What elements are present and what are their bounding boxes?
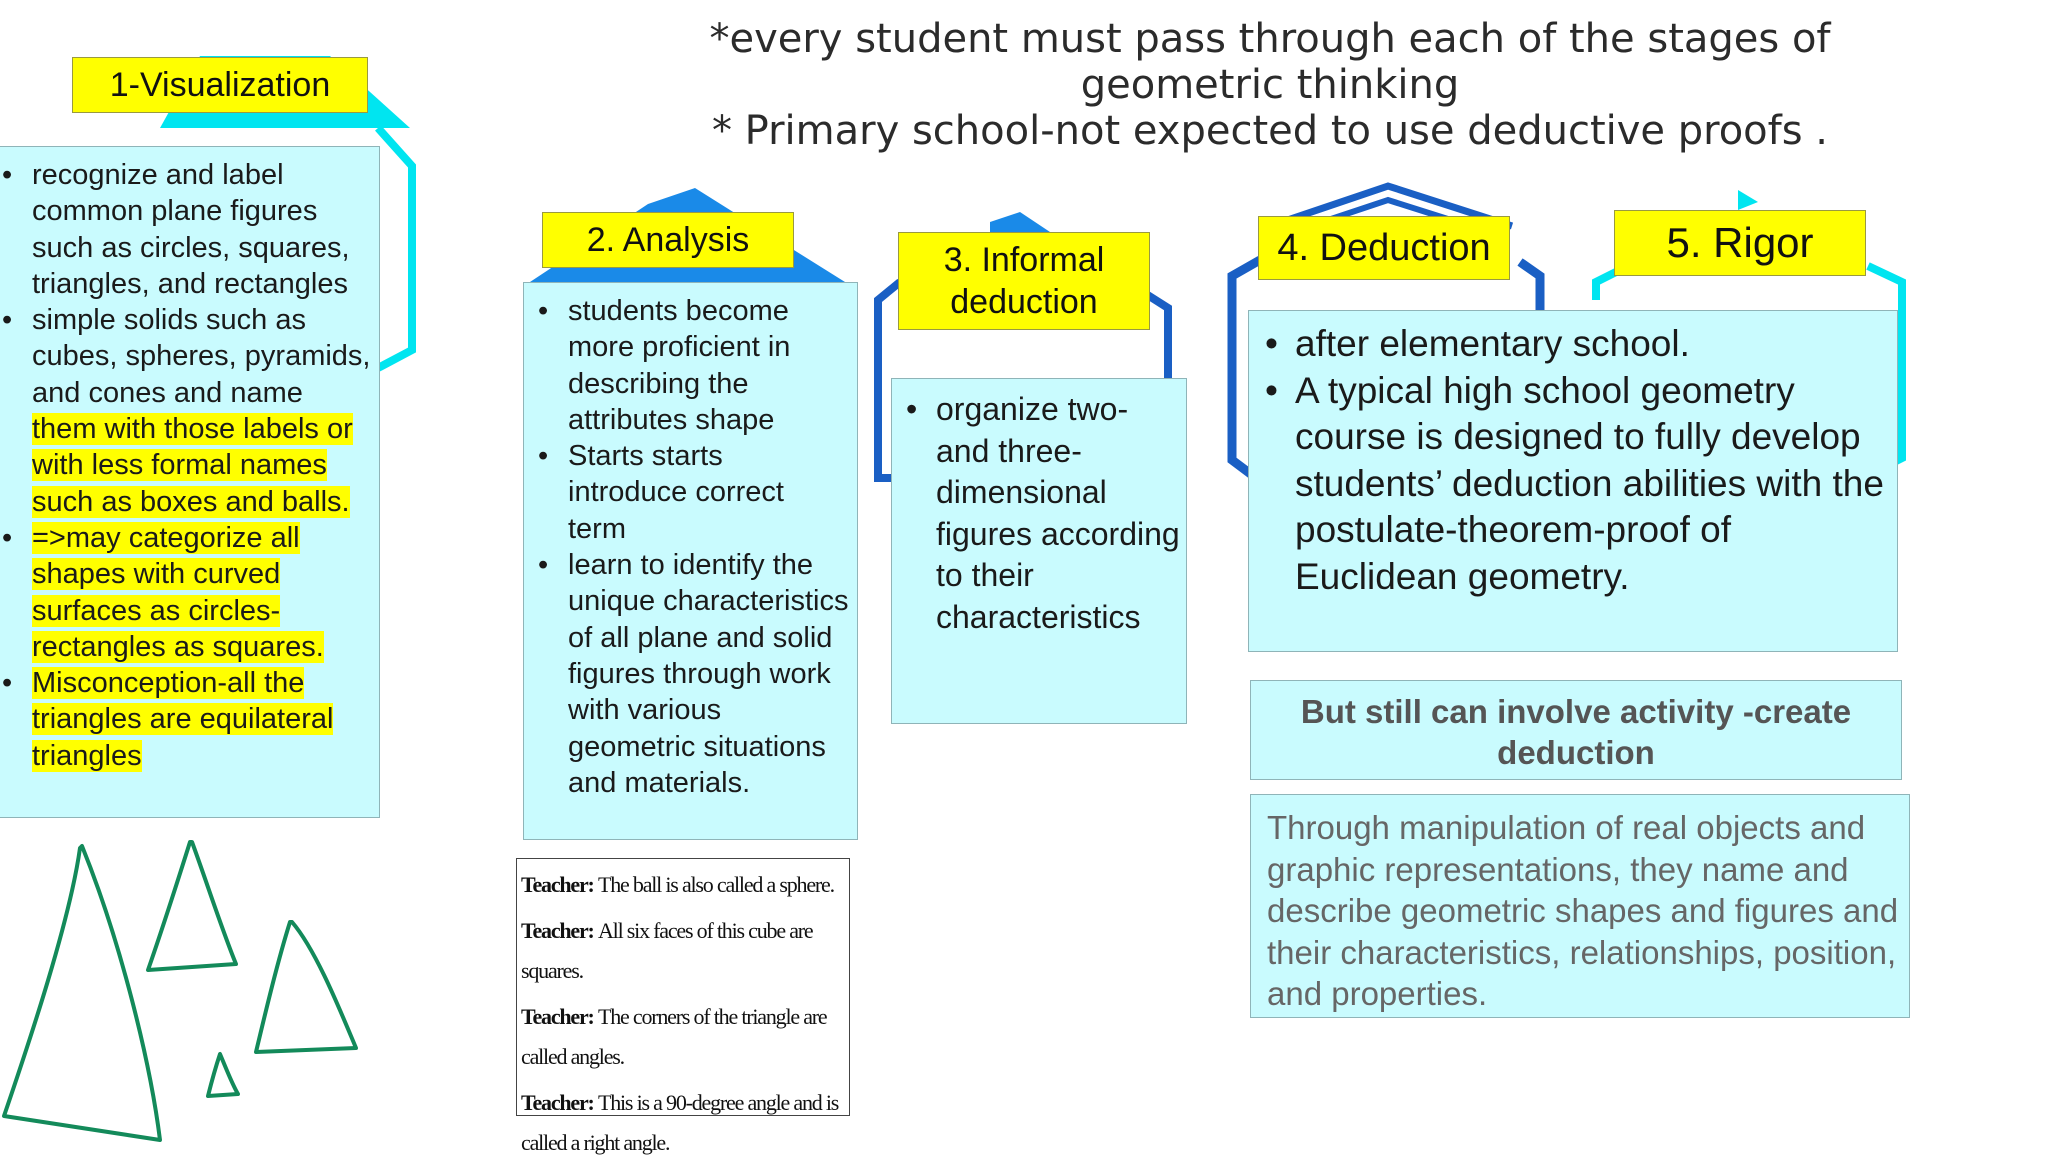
stage1-label: 1-Visualization bbox=[72, 57, 368, 113]
stage-notes-header: *every student must pass through each of… bbox=[640, 16, 1900, 154]
teacher-quote-text: All six faces of this cube are squares. bbox=[521, 918, 814, 983]
teacher-quote: Teacher: The corners of the triangle are… bbox=[521, 997, 845, 1077]
teacher-quote: Teacher: This is a 90-degree angle and i… bbox=[521, 1083, 845, 1163]
header-line-1: *every student must pass through each of… bbox=[709, 16, 1831, 108]
stage4-box: after elementary school. A typical high … bbox=[1248, 310, 1898, 652]
stage3-item: organize two- and three-dimensional figu… bbox=[906, 389, 1180, 638]
teacher-quote-speaker: Teacher: bbox=[521, 872, 598, 897]
triangle-icon bbox=[254, 920, 358, 1054]
stage2-box: students become more proficient in descr… bbox=[523, 282, 858, 840]
activity-note-box: But still can involve activity -create d… bbox=[1250, 680, 1902, 780]
stage2-item: Starts starts introduce correct term bbox=[538, 438, 849, 547]
stage1-item-text: simple solids such as cubes, spheres, py… bbox=[32, 304, 371, 409]
teacher-quote-text: The ball is also called a sphere. bbox=[597, 872, 835, 897]
triangle-icon bbox=[2, 844, 162, 1142]
stage1-item: Misconception-all the triangles are equi… bbox=[2, 665, 371, 774]
teacher-quote-text: The corners of the triangle are called a… bbox=[521, 1004, 828, 1069]
stage4-item: A typical high school geometry course is… bbox=[1265, 368, 1887, 601]
stage1-box: recognize and label common plane figures… bbox=[0, 146, 380, 818]
stage2-item: students become more proficient in descr… bbox=[538, 293, 849, 438]
teacher-quote-speaker: Teacher: bbox=[521, 918, 598, 943]
stage3-label: 3. Informal deduction bbox=[898, 232, 1150, 330]
stage1-item-highlight: =>may categorize all shapes with curved … bbox=[32, 521, 324, 663]
stage2-label: 2. Analysis bbox=[542, 212, 794, 268]
stage4-label: 4. Deduction bbox=[1258, 216, 1510, 280]
stage4-item: after elementary school. bbox=[1265, 321, 1887, 368]
stage5-label: 5. Rigor bbox=[1614, 210, 1866, 276]
header-line-2: * Primary school-not expected to use ded… bbox=[711, 108, 1829, 154]
teacher-quote-speaker: Teacher: bbox=[521, 1004, 598, 1029]
teacher-quote: Teacher: The ball is also called a spher… bbox=[521, 865, 845, 905]
manipulation-description-box: Through manipulation of real objects and… bbox=[1250, 794, 1910, 1018]
stage1-item-text: recognize and label common plane figures… bbox=[32, 159, 350, 300]
stage1-item: recognize and label common plane figures… bbox=[2, 157, 371, 302]
teacher-quote-text: This is a 90-degree angle and is called … bbox=[521, 1090, 839, 1155]
stage1-item-highlight: Misconception-all the triangles are equi… bbox=[32, 667, 334, 772]
stage1-item-highlight: them with those labels or with less form… bbox=[32, 413, 353, 518]
triangle-icon bbox=[146, 840, 238, 972]
stage3-box: organize two- and three-dimensional figu… bbox=[891, 378, 1187, 724]
teacher-quote: Teacher: All six faces of this cube are … bbox=[521, 911, 845, 991]
teacher-quote-speaker: Teacher: bbox=[521, 1090, 598, 1115]
stage1-item: simple solids such as cubes, spheres, py… bbox=[2, 302, 371, 520]
stage1-item: =>may categorize all shapes with curved … bbox=[2, 520, 371, 665]
triangle-icon bbox=[206, 1052, 240, 1098]
teacher-quotes-box: Teacher: The ball is also called a spher… bbox=[516, 858, 850, 1155]
stage2-item: learn to identify the unique characteris… bbox=[538, 547, 849, 801]
